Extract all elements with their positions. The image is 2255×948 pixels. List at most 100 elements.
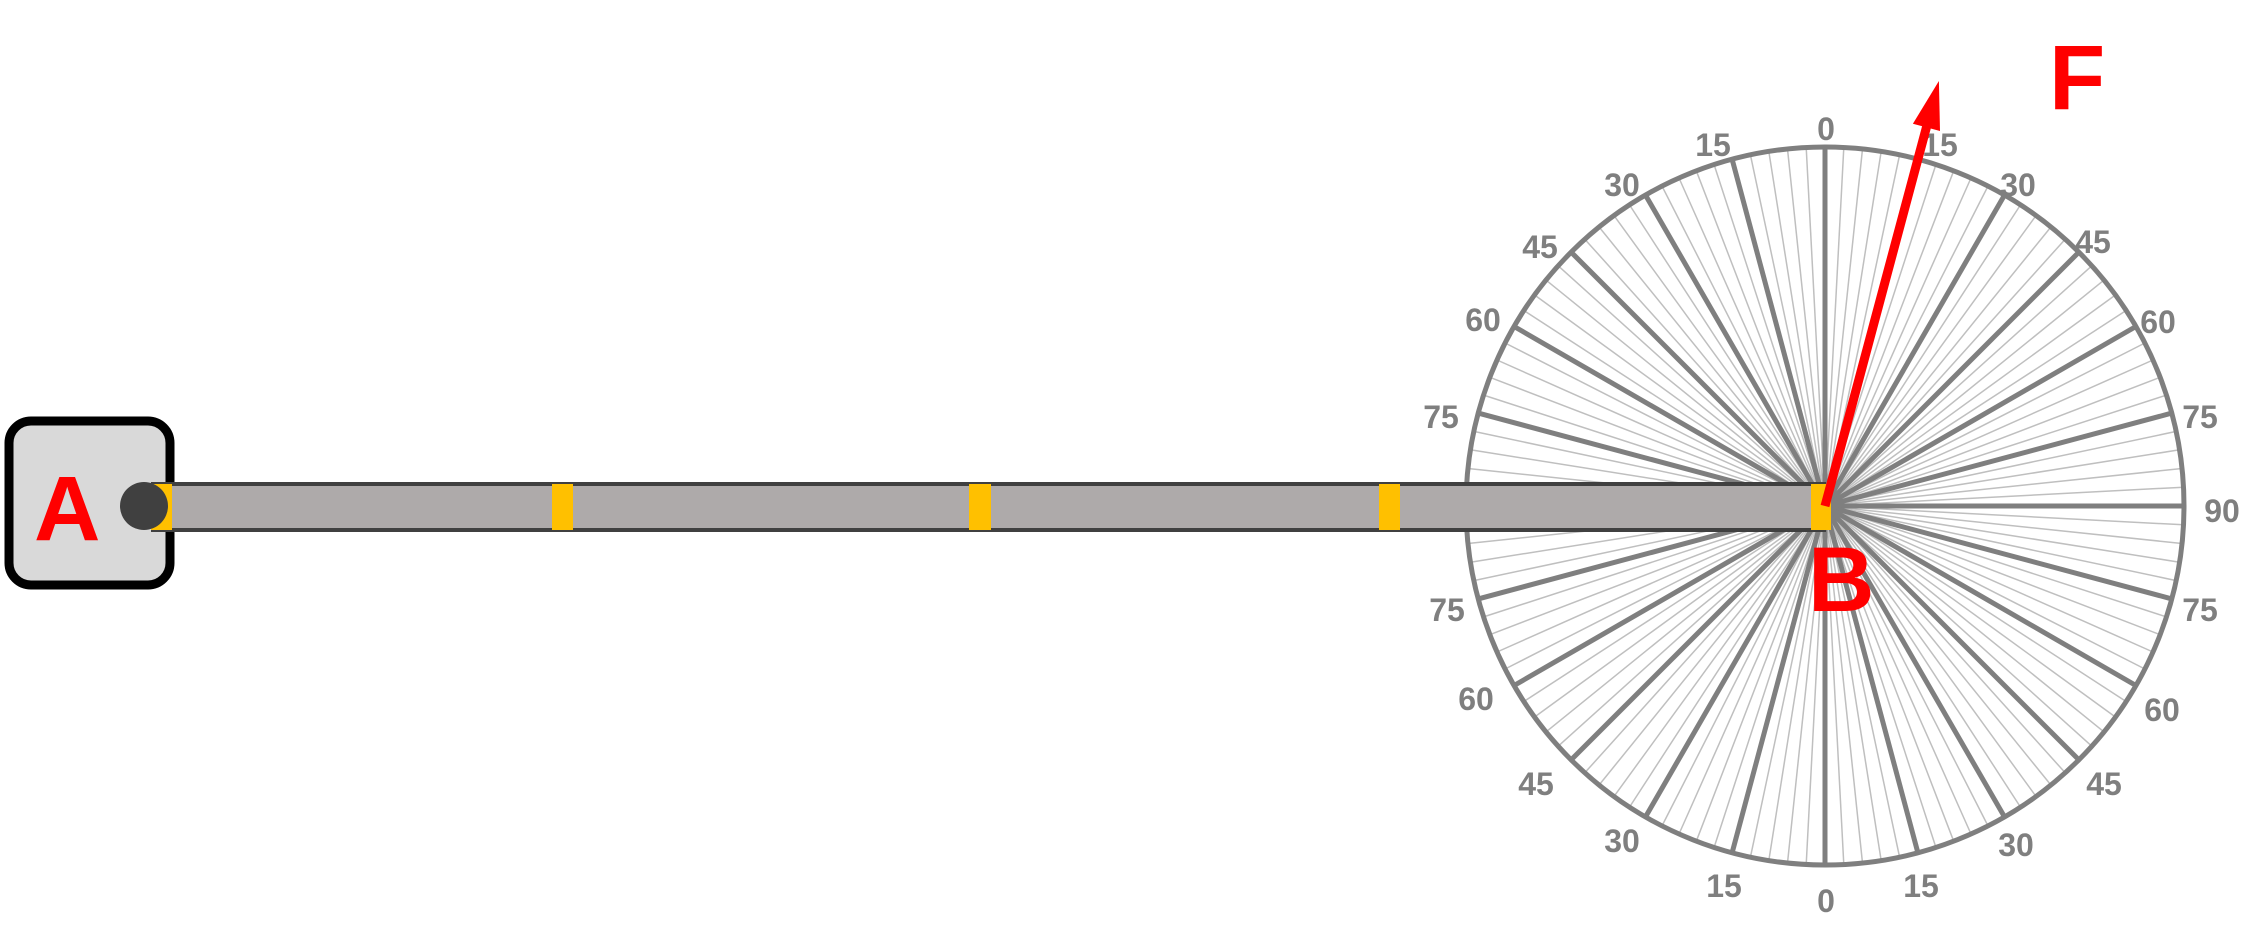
minor-angle-line [1824,505,2184,526]
major-angle-line [1643,193,1828,508]
point-b-label: B [1808,529,1874,631]
minor-angle-line [1584,238,1826,507]
minor-angle-line [1805,147,1826,507]
minor-angle-line [1824,204,2022,507]
angle-label-bottom-right-30: 30 [1998,827,2034,863]
minor-angle-line [1824,505,1901,858]
major-angle-line [1512,324,1827,509]
angle-label-bottom-left-60: 60 [1458,681,1494,717]
force-arrow [1820,81,1940,508]
minor-angle-line [1824,505,2161,636]
minor-angle-line [1824,505,2116,718]
minor-angle-line [1768,151,1826,507]
minor-angle-line [1613,505,1826,797]
angle-label-bottom-right-15: 15 [1903,868,1939,904]
angle-label-bottom-left-30: 30 [1604,823,1640,859]
minor-angle-line [1661,185,1826,507]
point-a-label: A [34,458,100,560]
minor-angle-line [1824,505,2154,653]
angle-label-top-right-30: 30 [2000,167,2036,203]
minor-angle-line [1523,505,1826,703]
angle-label-bottom-left-45: 45 [1518,766,1554,802]
major-angle-line [1512,503,1827,688]
minor-angle-line [1713,505,1826,848]
minor-angle-line [1824,505,2146,670]
pin-joint [120,482,168,530]
angle-label-bottom-right-75: 75 [2182,592,2218,628]
minor-angle-line [1824,505,2105,733]
minor-angle-line [1824,449,2180,507]
minor-angle-line [1557,505,1826,747]
minor-angle-line [1545,505,1826,733]
angle-label-bottom-left-15: 15 [1706,868,1742,904]
minor-angle-line [1824,394,2167,507]
minor-angle-line [1824,505,1955,842]
angle-label-bottom-right-60: 60 [2144,692,2180,728]
minor-angle-line [1749,154,1826,507]
minor-angle-line [1749,505,1826,858]
force-label: F [2049,27,2105,129]
minor-angle-line [1824,177,1972,507]
minor-angle-lines [1466,147,2184,865]
major-angle-line [1822,504,2007,819]
angle-label-top-0: 0 [1817,111,1835,147]
minor-angle-line [1824,505,2167,618]
minor-angle-line [1534,294,1826,507]
minor-angle-line [1584,505,1826,774]
minor-angle-line [1786,148,1826,507]
major-angle-line [1569,250,1827,508]
minor-angle-line [1824,265,2093,507]
beam-marker [552,484,573,530]
major-angle-line [1823,250,2081,508]
minor-angle-line [1824,147,1845,507]
minor-angle-line [1628,204,1826,507]
angle-label-bottom-right-45: 45 [2086,766,2122,802]
minor-angle-line [1496,359,1826,507]
major-angle-line [1823,504,2081,762]
major-angle-line [1822,505,1921,854]
minor-angle-line [1786,505,1826,864]
minor-angle-line [1824,505,2037,797]
minor-angle-line [1824,148,1864,507]
minor-angle-line [1824,505,1989,827]
major-angle-line [1824,503,2173,602]
minor-angle-line [1695,505,1826,842]
angle-label-top-left-75: 75 [1423,399,1459,435]
minor-angle-line [1678,177,1826,507]
angle-label-top-right-75: 75 [2182,399,2218,435]
beam [151,482,1831,532]
angle-label-top-left-30: 30 [1604,167,1640,203]
beam-marker [1379,484,1400,530]
major-angle-line [1822,193,2007,508]
minor-angle-line [1824,185,1989,507]
minor-angle-line [1824,151,1882,507]
minor-angle-line [1824,505,2183,545]
minor-angle-line [1824,294,2116,507]
minor-angle-line [1534,505,1826,718]
angle-label-top-left-60: 60 [1465,302,1501,338]
angle-label-top-right-45: 45 [2075,224,2111,260]
minor-angle-line [1598,226,1826,507]
angle-label-90: 90 [2204,493,2240,529]
major-angle-line [1823,503,2138,688]
minor-angle-line [1824,309,2127,507]
minor-angle-line [1628,505,1826,808]
minor-angle-line [1695,170,1826,507]
minor-angle-line [1824,486,2184,507]
minor-angle-line [1824,430,2177,507]
angle-label-top-right-60: 60 [2140,304,2176,340]
angle-label-bottom-0: 0 [1817,883,1835,919]
minor-angle-line [1824,215,2037,507]
minor-angle-line [1824,279,2105,507]
minor-angle-line [1523,309,1826,507]
minor-angle-line [1824,359,2154,507]
angle-label-top-left-15: 15 [1695,127,1731,163]
minor-angle-line [1824,505,2177,582]
minor-angle-line [1824,467,2183,507]
minor-angle-line [1678,505,1826,835]
angle-label-top-left-45: 45 [1522,229,1558,265]
minor-angle-line [1713,164,1826,507]
minor-angle-line [1824,342,2146,507]
minor-angle-line [1613,215,1826,507]
